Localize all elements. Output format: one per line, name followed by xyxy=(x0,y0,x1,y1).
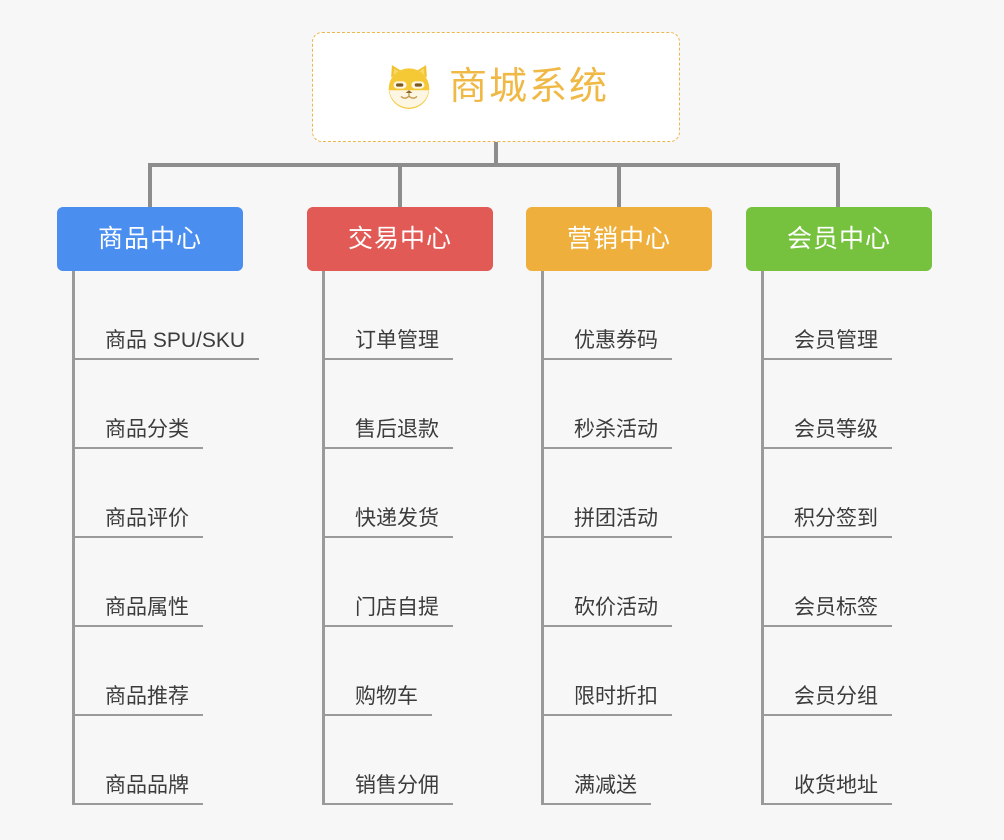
leaf-label: 限时折扣 xyxy=(544,685,672,716)
leaf-label: 会员管理 xyxy=(764,329,892,360)
list-item[interactable]: 满减送 xyxy=(544,716,672,805)
list-item[interactable]: 售后退款 xyxy=(325,360,453,449)
connector-drop-branch-3 xyxy=(617,163,621,207)
leaf-label: 商品品牌 xyxy=(75,774,203,805)
branch-column-3: 优惠券码 秒杀活动 拼团活动 砍价活动 限时折扣 满减送 xyxy=(541,271,672,805)
branch-column-1: 商品 SPU/SKU 商品分类 商品评价 商品属性 商品推荐 商品品牌 xyxy=(72,271,260,805)
leaf-label: 商品属性 xyxy=(75,596,203,627)
list-item[interactable]: 拼团活动 xyxy=(544,449,672,538)
leaf-label: 订单管理 xyxy=(325,329,453,360)
leaf-label: 商品评价 xyxy=(75,507,203,538)
leaf-label: 快递发货 xyxy=(325,507,453,538)
list-item[interactable]: 会员分组 xyxy=(764,627,892,716)
leaf-label: 商品 SPU/SKU xyxy=(75,329,260,360)
leaf-label: 满减送 xyxy=(544,774,651,805)
list-item[interactable]: 会员标签 xyxy=(764,538,892,627)
branch-column-4: 会员管理 会员等级 积分签到 会员标签 会员分组 收货地址 xyxy=(761,271,892,805)
branch-header-label: 商品中心 xyxy=(97,224,202,253)
branch-header-营销中心[interactable]: 营销中心 xyxy=(526,207,712,271)
connector-root-stem xyxy=(494,142,498,165)
list-item[interactable]: 收货地址 xyxy=(764,716,892,805)
branch-header-商品中心[interactable]: 商品中心 xyxy=(57,207,243,271)
leaf-label: 购物车 xyxy=(325,685,432,716)
list-item[interactable]: 商品 SPU/SKU xyxy=(75,271,260,360)
branch-header-交易中心[interactable]: 交易中心 xyxy=(307,207,493,271)
list-item[interactable]: 销售分佣 xyxy=(325,716,453,805)
leaf-label: 优惠券码 xyxy=(544,329,672,360)
branch-header-label: 营销中心 xyxy=(566,224,671,253)
list-item[interactable]: 门店自提 xyxy=(325,538,453,627)
connector-horizontal-bus xyxy=(148,163,840,167)
list-item[interactable]: 订单管理 xyxy=(325,271,453,360)
list-item[interactable]: 砍价活动 xyxy=(544,538,672,627)
list-item[interactable]: 会员等级 xyxy=(764,360,892,449)
list-item[interactable]: 限时折扣 xyxy=(544,627,672,716)
leaf-label: 拼团活动 xyxy=(544,507,672,538)
list-item[interactable]: 会员管理 xyxy=(764,271,892,360)
leaf-label: 秒杀活动 xyxy=(544,418,672,449)
connector-drop-branch-4 xyxy=(836,163,840,207)
leaf-label: 商品推荐 xyxy=(75,685,203,716)
leaf-label: 会员分组 xyxy=(764,685,892,716)
leaf-label: 收货地址 xyxy=(764,774,892,805)
list-item[interactable]: 商品分类 xyxy=(75,360,259,449)
leaf-label: 砍价活动 xyxy=(544,596,672,627)
branch-header-label: 会员中心 xyxy=(786,224,891,253)
leaf-label: 销售分佣 xyxy=(325,774,453,805)
list-item[interactable]: 商品推荐 xyxy=(75,627,259,716)
list-item[interactable]: 购物车 xyxy=(325,627,453,716)
leaf-label: 会员标签 xyxy=(764,596,892,627)
connector-drop-branch-1 xyxy=(148,163,152,207)
list-item[interactable]: 商品品牌 xyxy=(75,716,259,805)
branch-header-label: 交易中心 xyxy=(347,224,452,253)
list-item[interactable]: 秒杀活动 xyxy=(544,360,672,449)
branch-column-2: 订单管理 售后退款 快递发货 门店自提 购物车 销售分佣 xyxy=(322,271,453,805)
leaf-label: 门店自提 xyxy=(325,596,453,627)
root-node-title: 商城系统 xyxy=(448,66,609,108)
connector-drop-branch-2 xyxy=(398,163,402,207)
leaf-label: 会员等级 xyxy=(764,418,892,449)
leaf-label: 商品分类 xyxy=(75,418,203,449)
list-item[interactable]: 优惠券码 xyxy=(544,271,672,360)
list-item[interactable]: 商品评价 xyxy=(75,449,259,538)
list-item[interactable]: 积分签到 xyxy=(764,449,892,538)
list-item[interactable]: 商品属性 xyxy=(75,538,259,627)
shiba-dog-icon xyxy=(383,61,435,113)
leaf-label: 售后退款 xyxy=(325,418,453,449)
list-item[interactable]: 快递发货 xyxy=(325,449,453,538)
leaf-label: 积分签到 xyxy=(764,507,892,538)
root-node-card[interactable]: 商城系统 xyxy=(312,32,680,142)
branch-header-会员中心[interactable]: 会员中心 xyxy=(746,207,932,271)
